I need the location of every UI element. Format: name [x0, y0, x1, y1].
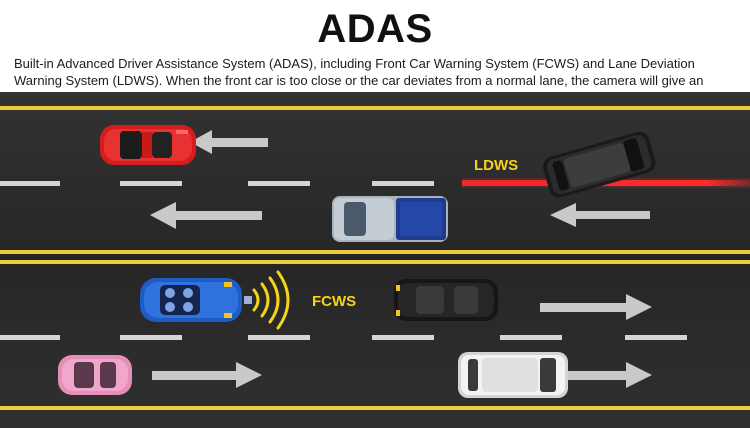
upper-lane-dashes [0, 181, 434, 186]
arrow-icon [150, 130, 650, 229]
pink-car-icon [58, 355, 132, 395]
page-description: Built-in Advanced Driver Assistance Syst… [14, 56, 704, 105]
center-yellow-line-2 [0, 260, 750, 264]
arrow-icon [152, 294, 652, 388]
black-suv-icon [542, 131, 656, 198]
blue-convertible-icon [140, 278, 242, 322]
fcws-label: FCWS [312, 293, 356, 310]
top-yellow-line [0, 106, 750, 110]
bottom-yellow-line [0, 406, 750, 410]
header: ADAS Built-in Advanced Driver Assistance… [0, 0, 750, 105]
center-yellow-line-1 [0, 250, 750, 254]
lower-lane-dashes [0, 335, 687, 340]
red-car-icon [100, 125, 196, 165]
sensor-wave-icon [252, 270, 290, 330]
page-title: ADAS [317, 7, 433, 51]
black-sedan-icon [394, 279, 498, 321]
silver-pickup-icon [332, 196, 448, 242]
white-suv-icon [458, 352, 568, 398]
road-diagram: LDWS FCWS [0, 92, 750, 428]
ldws-label: LDWS [474, 157, 518, 174]
